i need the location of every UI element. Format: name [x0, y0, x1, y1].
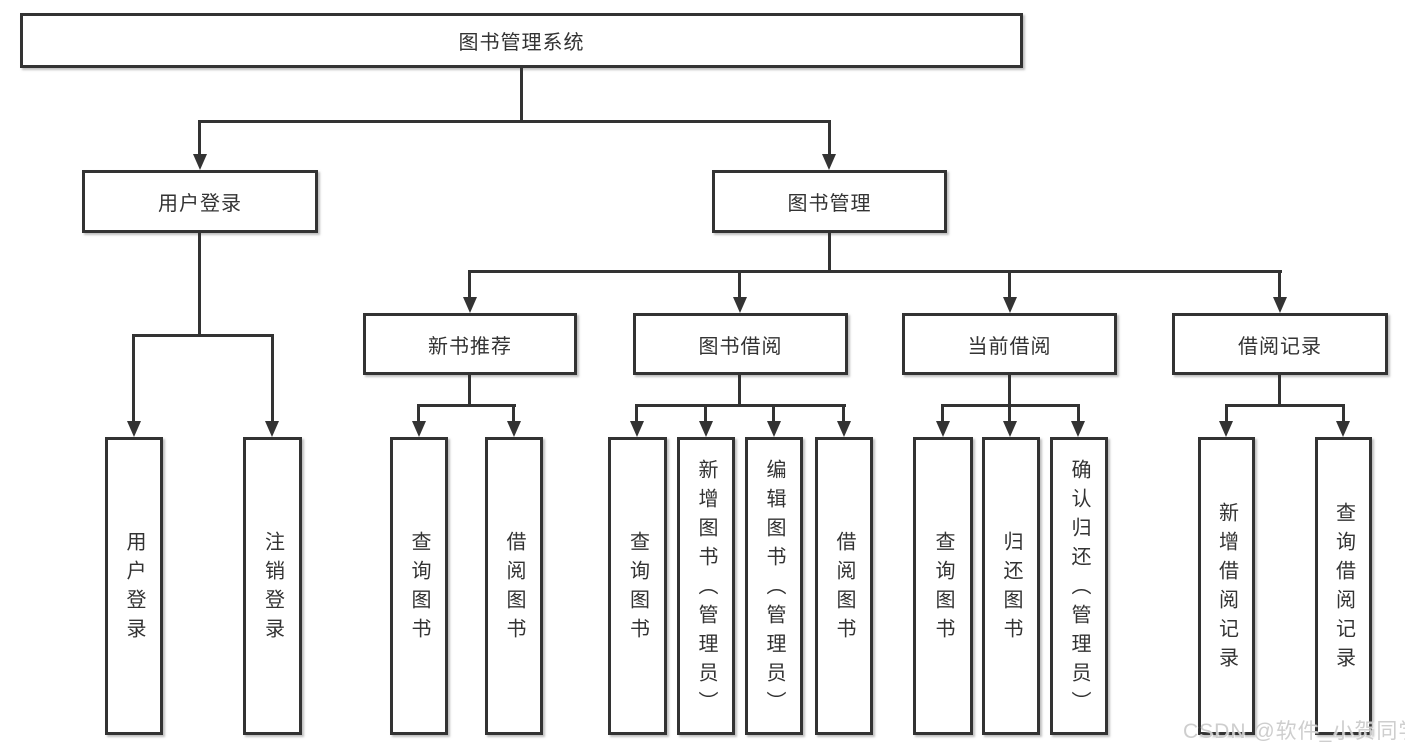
node-library-management-system: 图书管理系统: [20, 13, 1023, 68]
connector-line: [132, 334, 274, 337]
connector-line: [1225, 404, 1228, 422]
arrow-down-icon: [837, 421, 851, 437]
connector-line: [512, 404, 515, 422]
connector-line: [1008, 375, 1011, 406]
connector-line: [1008, 404, 1011, 422]
node-user-login-branch: 用户登录: [82, 170, 318, 233]
connector-line: [417, 404, 420, 422]
leaf-return-books: 归还图书: [982, 437, 1040, 735]
connector-line: [198, 120, 201, 156]
node-new-book-recommendation: 新书推荐: [363, 313, 577, 375]
arrow-down-icon: [733, 297, 747, 313]
connector-line: [520, 68, 523, 123]
leaf-edit-books-admin: 编辑图书（管理员）: [745, 437, 803, 735]
connector-line: [417, 404, 516, 407]
connector-line: [468, 270, 471, 298]
node-borrowing-records: 借阅记录: [1172, 313, 1388, 375]
leaf-borrow-books-recommend: 借阅图书: [485, 437, 543, 735]
connector-line: [271, 334, 274, 422]
node-book-borrowing: 图书借阅: [633, 313, 848, 375]
arrow-down-icon: [412, 421, 426, 437]
connector-line: [842, 404, 845, 422]
csdn-watermark: CSDN @软件_小贺同学: [1183, 720, 1405, 743]
connector-line: [1278, 375, 1281, 406]
connector-line: [198, 120, 831, 123]
connector-line: [738, 375, 741, 406]
connector-line: [772, 404, 775, 422]
arrow-down-icon: [265, 421, 279, 437]
leaf-logout: 注销登录: [243, 437, 302, 735]
leaf-query-books-current: 查询图书: [913, 437, 973, 735]
leaf-query-books-recommend: 查询图书: [390, 437, 448, 735]
arrow-down-icon: [193, 154, 207, 170]
arrow-down-icon: [767, 421, 781, 437]
arrow-down-icon: [1336, 421, 1350, 437]
arrow-down-icon: [1071, 421, 1085, 437]
leaf-add-borrow-record: 新增借阅记录: [1198, 437, 1255, 735]
connector-line: [1077, 404, 1080, 422]
leaf-query-borrow-record: 查询借阅记录: [1315, 437, 1372, 735]
connector-line: [704, 404, 707, 422]
connector-line: [132, 334, 135, 422]
leaf-query-books-borrowing: 查询图书: [608, 437, 667, 735]
arrow-down-icon: [1003, 297, 1017, 313]
connector-line: [635, 404, 846, 407]
leaf-confirm-return-admin: 确认归还（管理员）: [1050, 437, 1108, 735]
arrow-down-icon: [936, 421, 950, 437]
arrow-down-icon: [630, 421, 644, 437]
leaf-borrow-books: 借阅图书: [815, 437, 873, 735]
connector-line: [198, 233, 201, 337]
arrow-down-icon: [507, 421, 521, 437]
connector-line: [1008, 270, 1011, 298]
leaf-user-login: 用户登录: [105, 437, 163, 735]
connector-line: [941, 404, 944, 422]
arrow-down-icon: [127, 421, 141, 437]
arrow-down-icon: [699, 421, 713, 437]
connector-line: [1342, 404, 1345, 422]
connector-line: [468, 270, 1282, 273]
leaf-add-books-admin: 新增图书（管理员）: [677, 437, 735, 735]
arrow-down-icon: [1273, 297, 1287, 313]
connector-line: [738, 270, 741, 298]
connector-line: [635, 404, 638, 422]
connector-line: [828, 233, 831, 273]
node-current-borrowing: 当前借阅: [902, 313, 1117, 375]
arrow-down-icon: [1003, 421, 1017, 437]
connector-line: [1225, 404, 1345, 407]
connector-line: [1278, 270, 1281, 298]
connector-line: [828, 120, 831, 156]
connector-line: [468, 375, 471, 406]
arrow-down-icon: [1219, 421, 1233, 437]
arrow-down-icon: [463, 297, 477, 313]
arrow-down-icon: [822, 154, 836, 170]
node-book-management-branch: 图书管理: [712, 170, 947, 233]
